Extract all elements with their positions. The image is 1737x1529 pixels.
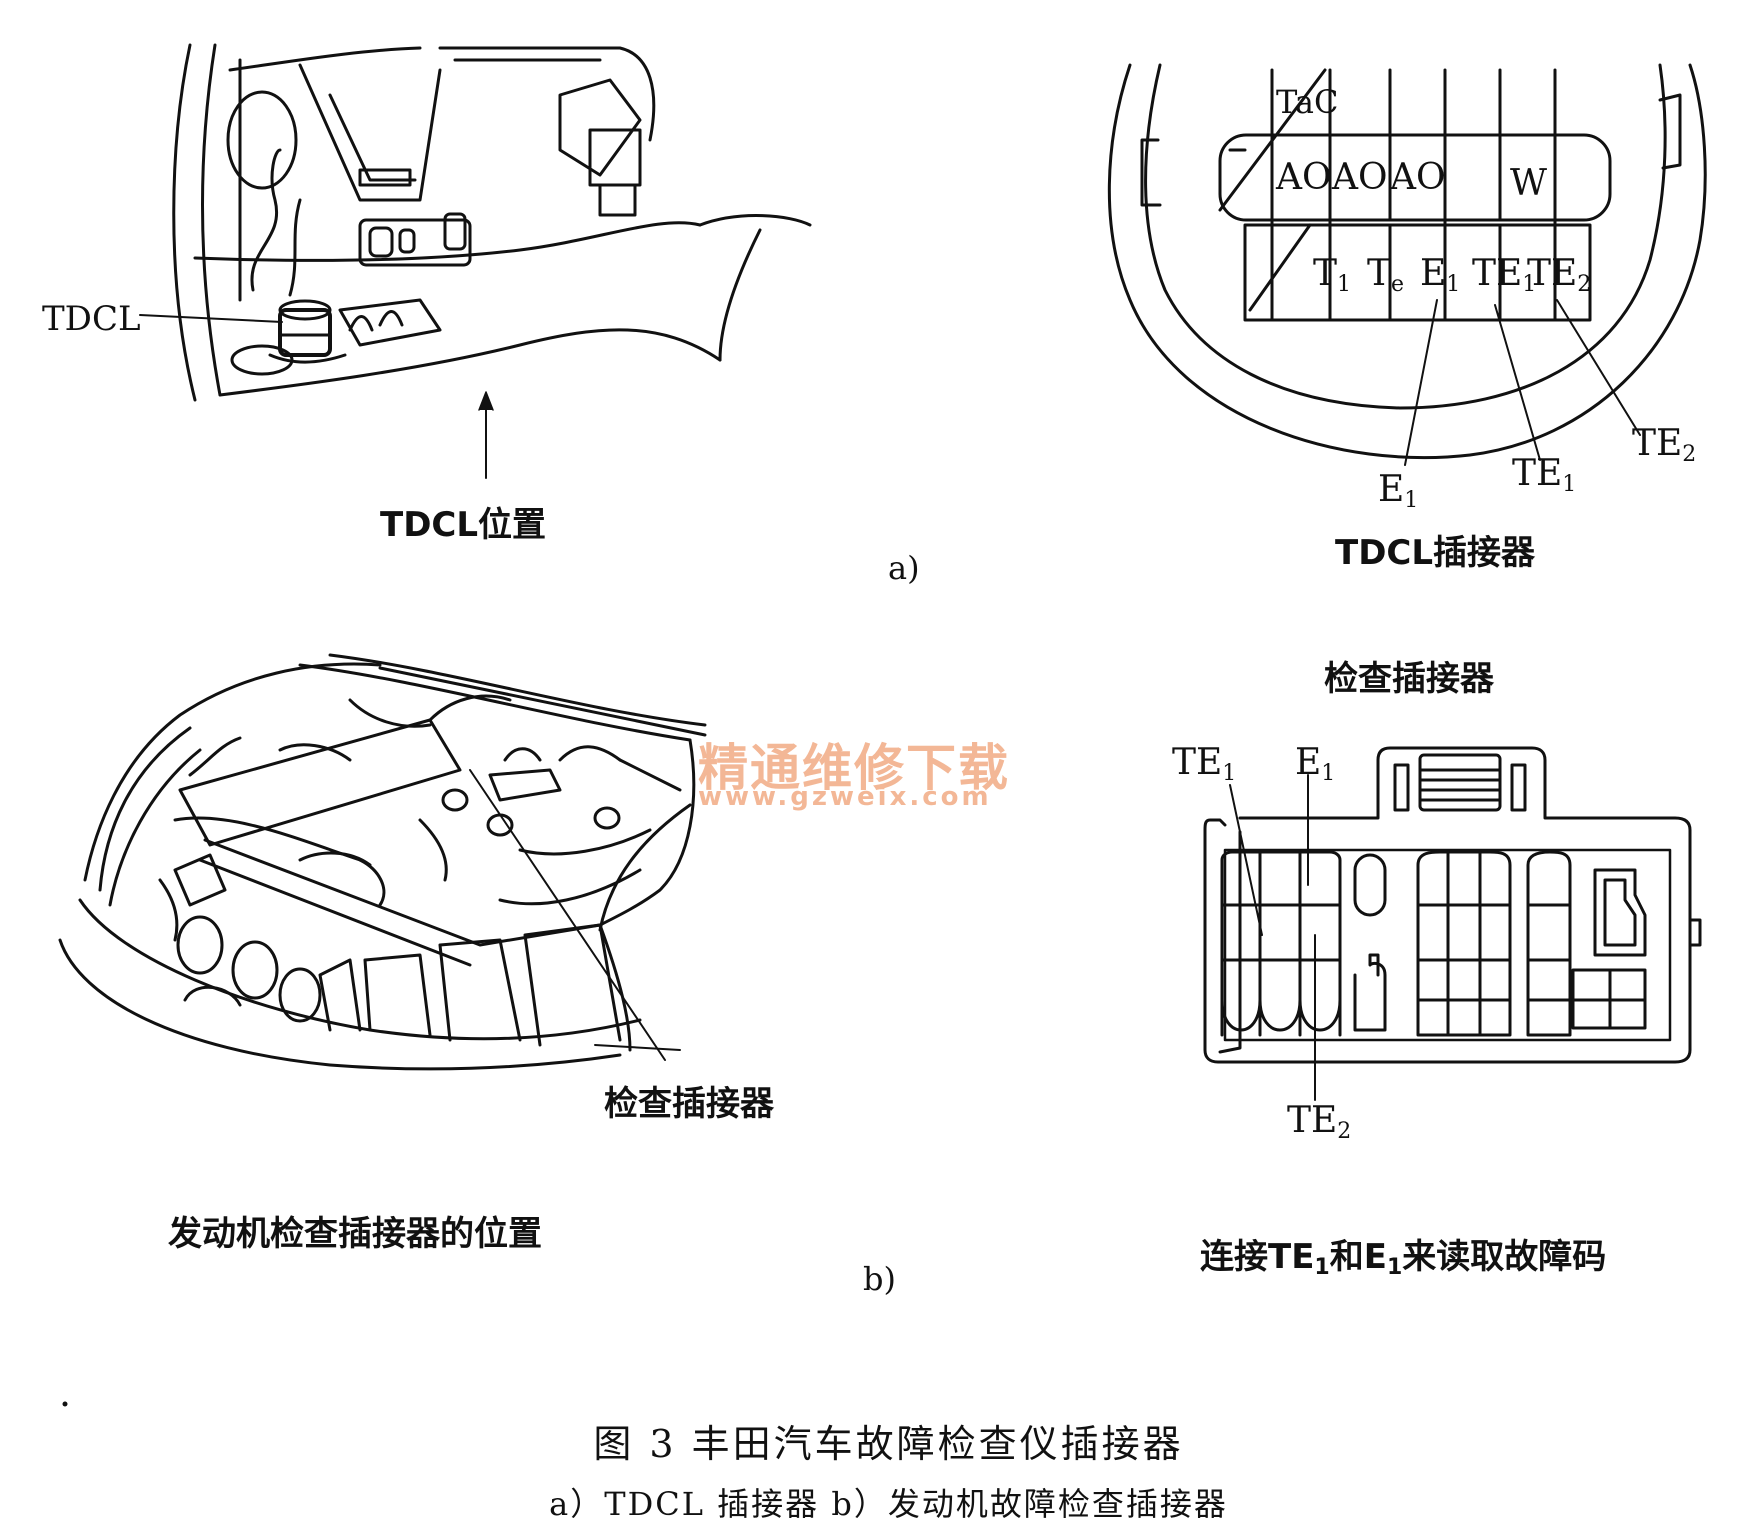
figure-title: 图 3 丰田汽车故障检查仪插接器 (593, 1422, 1184, 1466)
tdcl-connector-drawing (1107, 63, 1707, 466)
engine-pointer-label: 检查插接器 (604, 1084, 774, 1124)
tdcl-location-caption: TDCL位置 (380, 505, 547, 545)
engine-caption: 发动机检查插接器的位置 (168, 1214, 542, 1254)
figure-subtitle: a）TDCL 插接器 b）发动机故障检查插接器 (549, 1485, 1228, 1523)
tdcl-pointer-label: TDCL (42, 299, 141, 339)
callout-e1: E1 (1378, 469, 1419, 513)
pin-te1: TE1 (1472, 253, 1537, 297)
pin-ao-2: AO (1332, 157, 1388, 198)
engine-bay-drawing (58, 653, 707, 1071)
pin-te: Te (1367, 253, 1405, 297)
pin-ao-3: AO (1390, 157, 1446, 198)
pin-te2: TE2 (1527, 253, 1592, 297)
read-code-instruction: 连接TE1和E1来读取故障码 (1200, 1237, 1607, 1280)
watermark-url: www.gzweix.com (698, 782, 992, 812)
label-te2: TE2 (1287, 1100, 1352, 1144)
panel-a-tag: a) (888, 549, 920, 587)
pin-e1: E1 (1420, 253, 1461, 297)
label-e1: E1 (1295, 742, 1336, 786)
pin-w: W (1510, 163, 1548, 204)
panel-b-tag: b) (863, 1260, 896, 1298)
callout-te2: TE2 (1632, 423, 1697, 467)
watermark-title: 精通维修下载 (698, 739, 1010, 797)
pin-ao-1: AO (1276, 157, 1332, 198)
label-te1: TE1 (1172, 742, 1237, 786)
pin-t1: T1 (1313, 253, 1352, 297)
check-connector-title: 检查插接器 (1324, 659, 1494, 699)
pin-tac: TaC (1276, 83, 1339, 121)
scan-speck (62, 1401, 68, 1407)
callout-te1: TE1 (1512, 453, 1577, 497)
tdcl-connector-caption: TDCL插接器 (1335, 533, 1536, 573)
check-connector-drawing (1203, 746, 1702, 1101)
dashboard-drawing (139, 43, 812, 479)
